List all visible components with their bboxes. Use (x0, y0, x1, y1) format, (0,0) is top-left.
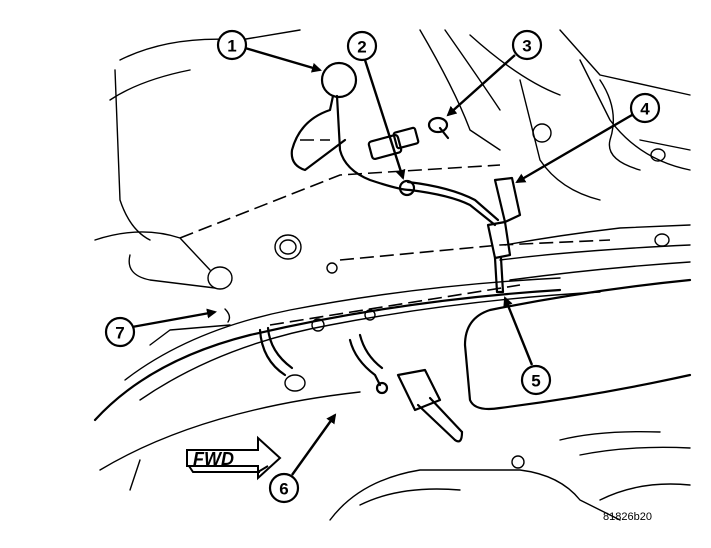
vehicle-body-outline (93, 29, 692, 521)
callout-6-number: 6 (279, 480, 288, 499)
callout-1: 1 (216, 29, 322, 73)
callout-7-number: 7 (115, 324, 124, 343)
callout-5: 5 (503, 296, 552, 396)
callout-5-number: 5 (531, 372, 540, 391)
callout-1-number: 1 (227, 37, 236, 56)
sensor-bracket (486, 176, 522, 294)
mounting-bolt (427, 116, 450, 140)
callout-3-number: 3 (522, 37, 531, 56)
forward-direction-arrow: FWD (186, 435, 282, 481)
callout-2-number: 2 (357, 38, 366, 57)
callout-6: 6 (268, 413, 337, 504)
callout-3: 3 (446, 29, 543, 117)
retainer-clip (398, 179, 416, 197)
figure-code: 81826b20 (603, 511, 652, 523)
callout-2: 2 (346, 30, 406, 180)
wiring-harness (258, 61, 522, 443)
callout-4: 4 (515, 92, 661, 184)
reference-lines (179, 139, 611, 326)
callout-4-number: 4 (640, 100, 650, 119)
callout-7: 7 (104, 308, 217, 348)
forward-label: FWD (193, 449, 234, 469)
harness-connector (320, 61, 358, 99)
